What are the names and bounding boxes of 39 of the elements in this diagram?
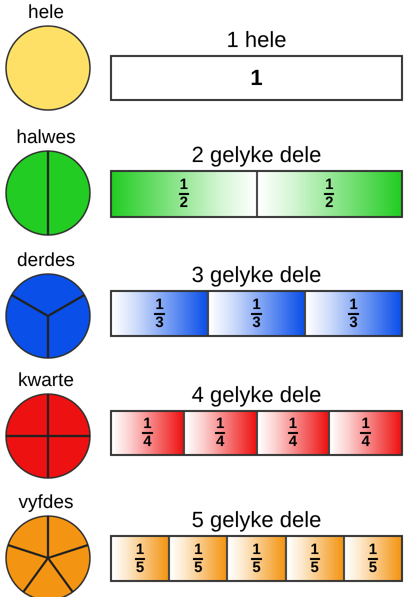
bar-segment xyxy=(112,537,170,580)
fraction-label: 1 4 xyxy=(288,416,298,450)
fraction-label: 1 4 xyxy=(214,416,226,450)
fraction-label: 1 5 xyxy=(251,542,262,576)
bar-title: 5 gelyke dele xyxy=(190,507,322,533)
fraction-label: 1 3 xyxy=(251,296,262,330)
bar-segment xyxy=(170,537,228,580)
bar-segment xyxy=(112,292,209,335)
fraction-label: 1 3 xyxy=(154,296,165,330)
fraction-label: 1 2 xyxy=(324,177,334,211)
bar-title: 1 hele xyxy=(226,27,288,53)
bar-segment xyxy=(344,537,402,580)
bar-segment xyxy=(330,412,401,454)
fraction-label: 1 5 xyxy=(368,542,378,576)
bar-segment xyxy=(112,412,185,454)
fraction-label: 1 4 xyxy=(360,416,371,450)
segment-label: 1 xyxy=(250,65,263,91)
fraction-label: 1 5 xyxy=(134,542,146,576)
bar-segment xyxy=(112,172,258,216)
bar-segment xyxy=(258,412,330,454)
bar-segment xyxy=(228,537,287,580)
bar-title: 3 gelyke dele xyxy=(190,262,322,288)
bar-segment xyxy=(306,292,401,335)
bar-segment xyxy=(258,172,401,216)
circle-label: hele xyxy=(27,2,65,24)
bar-title: 4 gelyke dele xyxy=(190,382,322,408)
fraction-label: 1 3 xyxy=(348,296,359,330)
fraction-label: 1 5 xyxy=(193,542,204,576)
bar-title: 2 gelyke dele xyxy=(190,142,322,168)
circle-label: halwes xyxy=(15,127,77,149)
circle-label: vyfdes xyxy=(18,492,74,514)
bar-segment xyxy=(209,292,306,335)
circle-label: derdes xyxy=(16,250,76,272)
circle-label: kwarte xyxy=(17,370,75,392)
fraction-label: 1 4 xyxy=(142,416,153,450)
bar-segment xyxy=(184,412,258,454)
fraction-label: 1 5 xyxy=(310,542,320,576)
fraction-label: 1 2 xyxy=(178,177,189,211)
bar-segment xyxy=(286,537,345,580)
